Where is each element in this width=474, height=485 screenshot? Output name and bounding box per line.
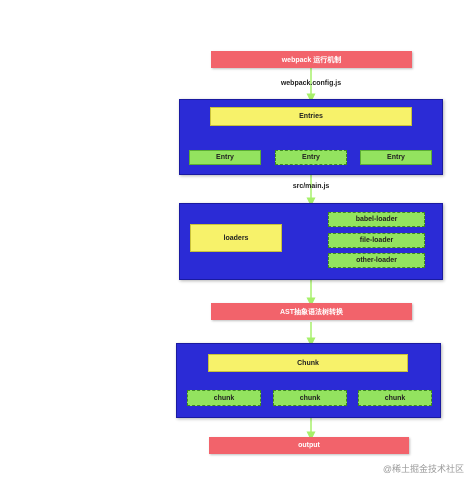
entries-box: Entries: [210, 107, 412, 126]
chunk-label-3: chunk: [384, 394, 406, 402]
babel-loader-box: babel-loader: [328, 212, 425, 227]
entries-label: Entries: [299, 113, 323, 120]
output-label: output: [298, 442, 320, 449]
ast-box: AST抽象语法树转换: [211, 303, 412, 320]
title-box: webpack 运行机制: [211, 51, 412, 68]
entry-label-1: Entry: [216, 154, 234, 161]
chunk-box-3: chunk: [358, 390, 432, 406]
other-loader-box: other-loader: [328, 253, 425, 268]
loaders-box: loaders: [190, 224, 282, 252]
chunk-box-1: chunk: [187, 390, 261, 406]
entry-box-3: Entry: [360, 150, 432, 165]
file-loader-label: file-loader: [359, 237, 394, 244]
title-text: webpack 运行机制: [281, 56, 342, 64]
babel-loader-label: babel-loader: [355, 216, 398, 223]
config-label: webpack.config.js: [280, 80, 342, 87]
other-loader-label: other-loader: [356, 257, 397, 264]
entry-label-2: Entry: [302, 154, 320, 161]
entry-box-1: Entry: [189, 150, 261, 165]
output-box: output: [209, 437, 409, 454]
chunk-main-box: Chunk: [208, 354, 408, 372]
ast-label: AST抽象语法树转换: [280, 308, 343, 316]
watermark-text: @稀土掘金技术社区: [382, 464, 464, 474]
chunk-main-label: Chunk: [297, 359, 319, 367]
loaders-label: loaders: [223, 234, 249, 242]
entry-label-3: Entry: [387, 154, 405, 161]
chunk-label-1: chunk: [213, 394, 235, 402]
src-label: src/main.js: [292, 183, 330, 190]
file-loader-box: file-loader: [328, 233, 425, 248]
chunk-box-2: chunk: [273, 390, 347, 406]
entry-box-2: Entry: [275, 150, 347, 165]
chunk-label-2: chunk: [299, 394, 321, 402]
